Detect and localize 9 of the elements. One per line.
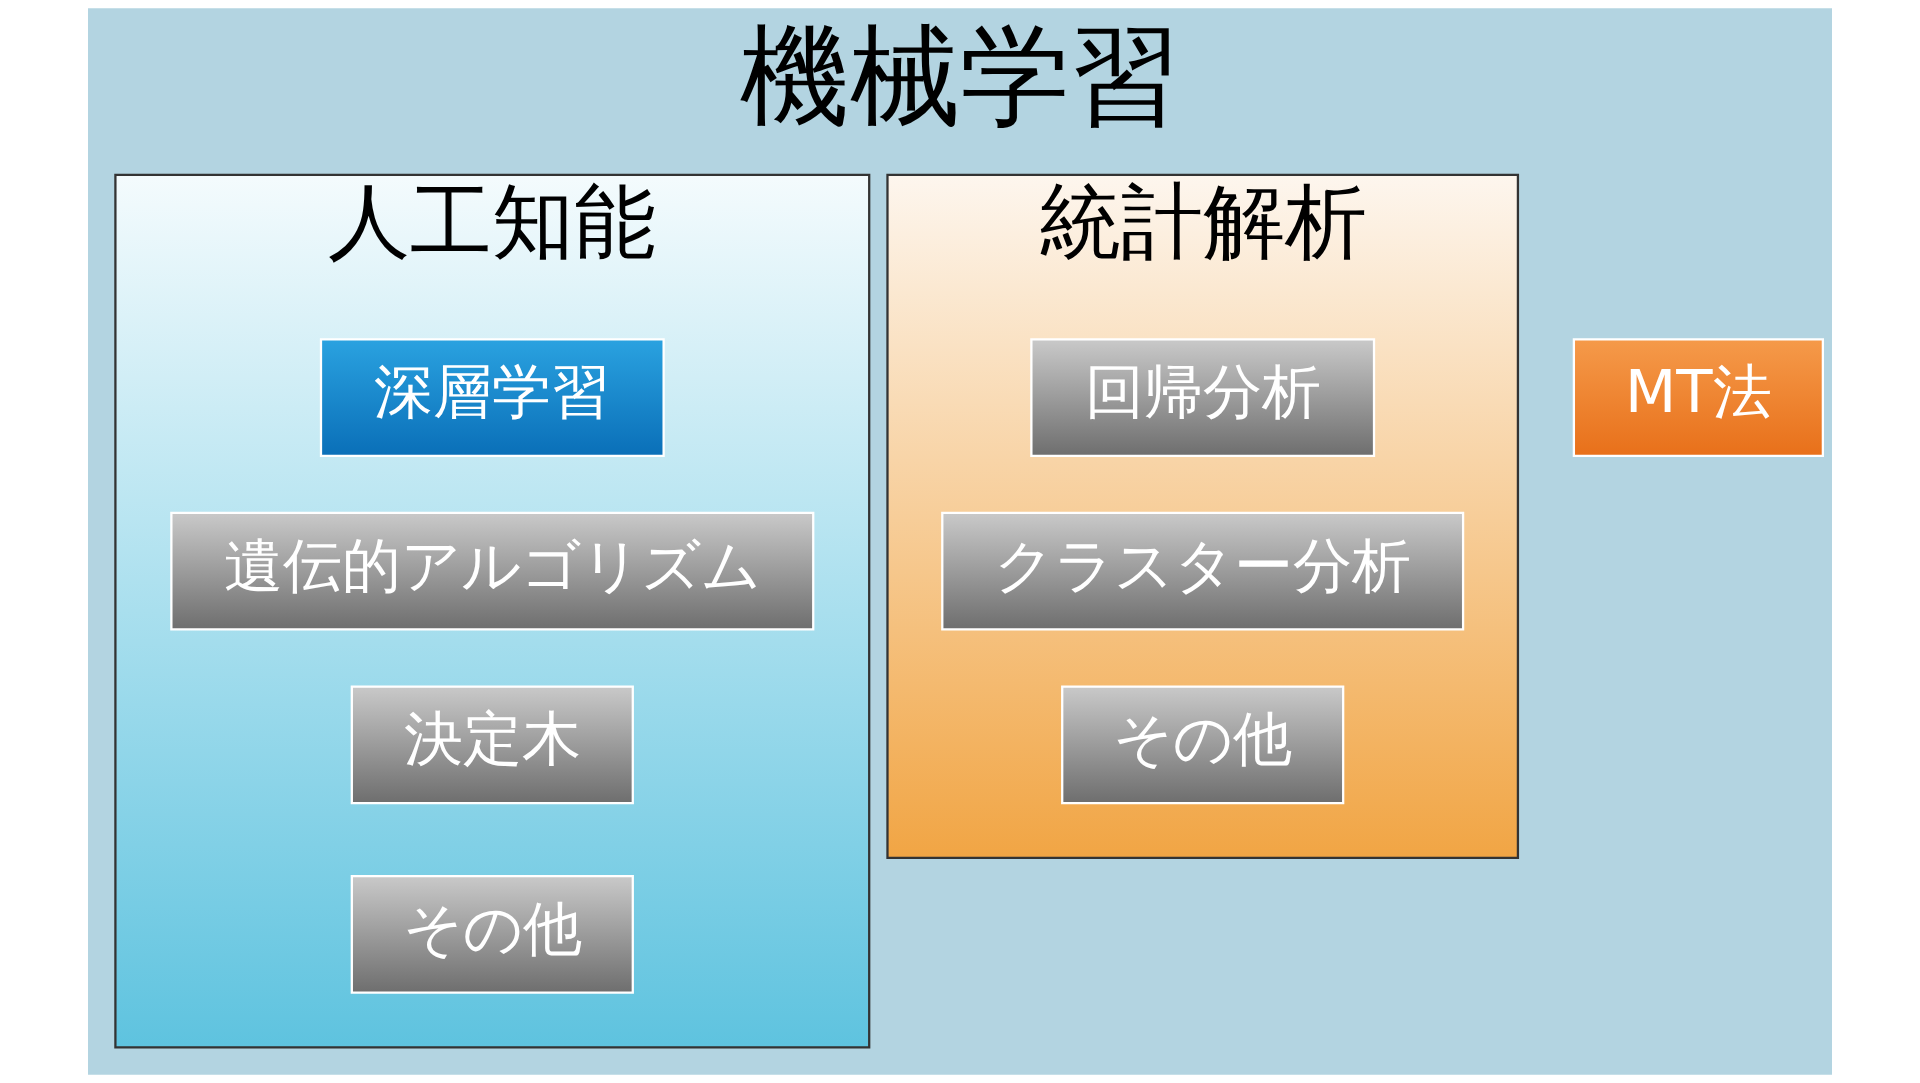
- node-box: 深層学習: [319, 338, 665, 457]
- node-box: その他: [350, 875, 634, 994]
- diagram-title: 機械学習: [740, 12, 1180, 141]
- node-box: 遺伝的アルゴリズム: [170, 511, 815, 631]
- node-box: クラスター分析: [941, 511, 1465, 631]
- node-box: その他: [1061, 685, 1345, 805]
- node-box: 回帰分析: [1030, 338, 1376, 457]
- node-box: MT法: [1572, 338, 1824, 457]
- node-box: 決定木: [350, 685, 634, 805]
